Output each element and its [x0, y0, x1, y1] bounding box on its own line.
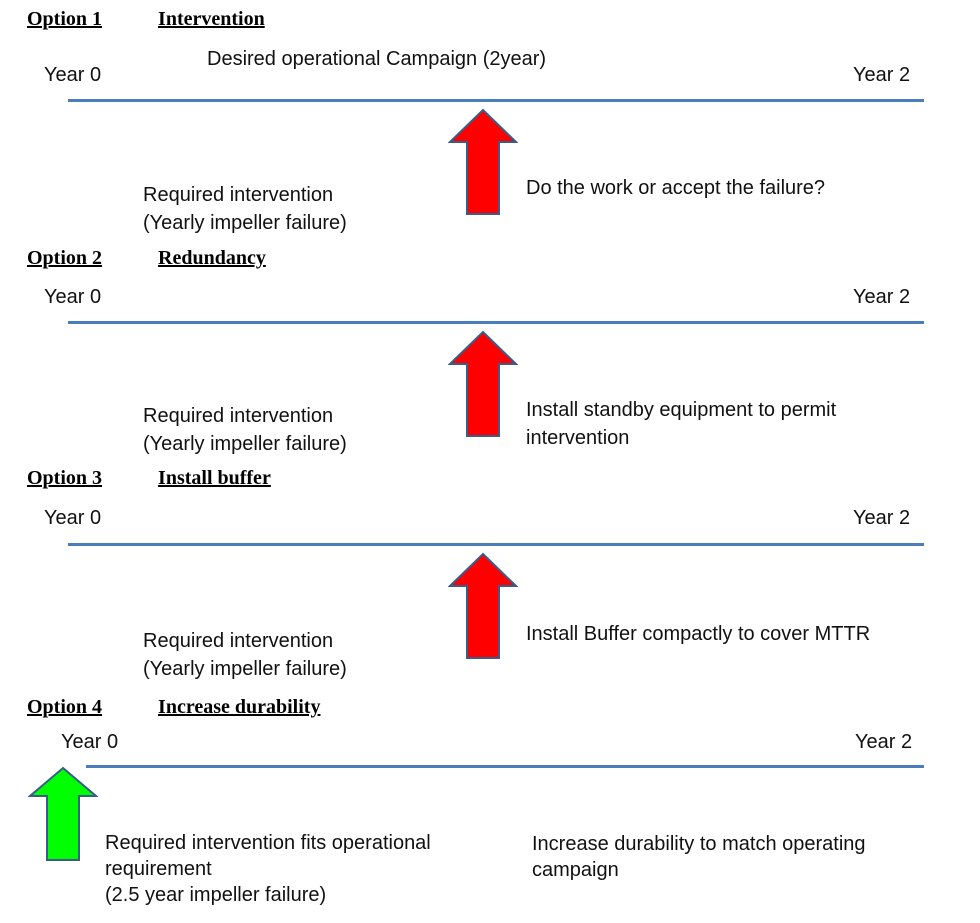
option-4-intervention-line3: (2.5 year impeller failure) [105, 884, 327, 906]
option-4-timeline [86, 765, 924, 768]
option-4-action-line2: campaign [532, 859, 619, 881]
option-1-heading: Option 1 Intervention [27, 8, 265, 30]
option-2-up-arrow [448, 330, 518, 437]
option-4-intervention-line1: Required intervention fits operational [105, 832, 431, 854]
option-3-intervention-line1: Required intervention [143, 630, 334, 652]
option-2-action-line2: intervention [526, 427, 630, 449]
option-4-arrow-shape [28, 766, 98, 861]
option-4-number: Option 4 [27, 696, 103, 718]
option-2-year-end: Year 2 [853, 286, 911, 308]
option-1-name: Intervention [158, 8, 265, 30]
option-3-action-text: Install Buffer compactly to cover MTTR [526, 623, 871, 645]
option-1-number: Option 1 [27, 8, 103, 30]
option-3-number: Option 3 [27, 467, 103, 489]
option-4-action-line1: Increase durability to match operating [532, 833, 866, 855]
option-2-timeline [68, 321, 924, 324]
option-3-intervention-line2: (Yearly impeller failure) [143, 658, 347, 680]
option-2-intervention-line1: Required intervention [143, 405, 334, 427]
option-2-intervention-line2: (Yearly impeller failure) [143, 433, 347, 455]
option-4-up-arrow [28, 766, 98, 861]
option-1-action-text: Do the work or accept the failure? [526, 177, 826, 199]
option-4-heading: Option 4 Increase durability [27, 696, 320, 718]
option-2-heading: Option 2 Redundancy [27, 247, 266, 269]
option-2-number: Option 2 [27, 247, 103, 269]
option-4-intervention-line2: requirement [105, 858, 212, 880]
option-3-arrow-shape [448, 552, 518, 659]
option-2-year-start: Year 0 [44, 286, 102, 308]
option-1-up-arrow [448, 108, 518, 215]
option-4-year-end: Year 2 [855, 731, 913, 753]
option-3-heading: Option 3 Install buffer [27, 467, 271, 489]
option-3-name: Install buffer [158, 467, 271, 489]
option-1-timeline [68, 99, 924, 102]
option-2-action-line1: Install standby equipment to permit [526, 399, 837, 421]
option-3-year-end: Year 2 [853, 507, 911, 529]
option-2-name: Redundancy [158, 247, 266, 269]
option-1-year-start: Year 0 [44, 64, 102, 86]
option-1-intervention-line1: Required intervention [143, 184, 334, 206]
option-1-campaign-label: Desired operational Campaign (2year) [207, 48, 547, 70]
option-3-up-arrow [448, 552, 518, 659]
option-1-arrow-shape [448, 108, 518, 215]
option-4-year-start: Year 0 [61, 731, 119, 753]
option-1-year-end: Year 2 [853, 64, 911, 86]
option-3-year-start: Year 0 [44, 507, 102, 529]
option-3-timeline [68, 543, 924, 546]
option-1-intervention-line2: (Yearly impeller failure) [143, 212, 347, 234]
option-4-name: Increase durability [158, 696, 321, 718]
option-2-arrow-shape [448, 330, 518, 437]
